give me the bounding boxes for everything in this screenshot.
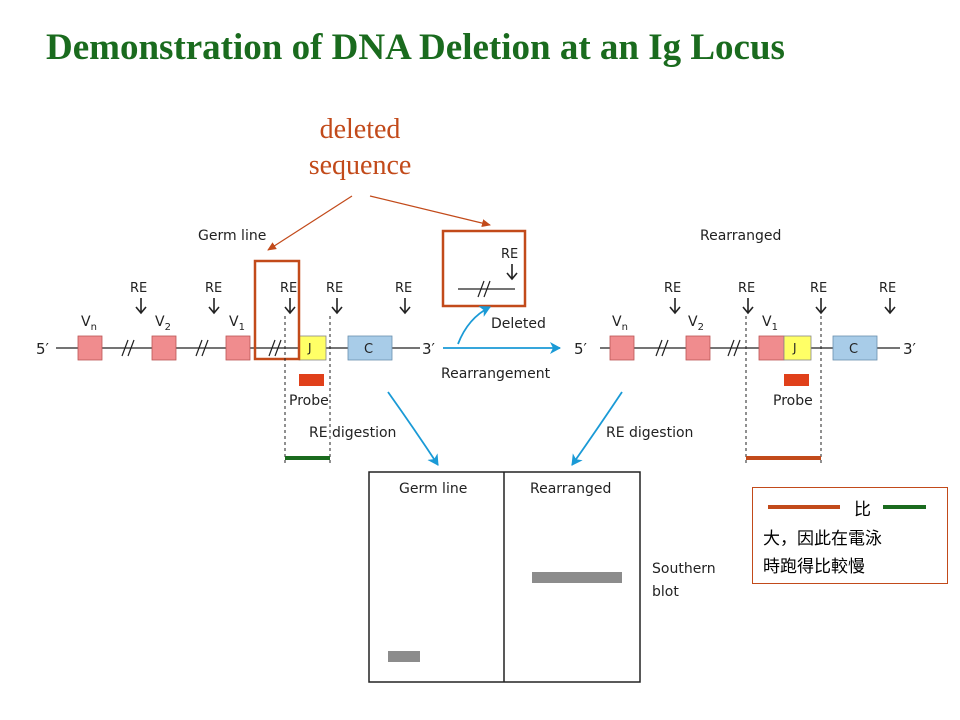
- germline-j-label: J: [307, 341, 312, 355]
- germline-v2-label: V2: [155, 314, 171, 333]
- germline-re-label: RE: [280, 281, 297, 296]
- deleted-box-re-arrow: [506, 264, 518, 281]
- germline-re-arrows: [135, 298, 411, 315]
- southern-blot-label-line2: blot: [652, 584, 679, 600]
- rearranged-vn-label: Vn: [612, 314, 628, 333]
- note-box: 比 大，因此在電泳 時跑得比較慢: [752, 487, 948, 584]
- note-char-compare: 比: [854, 500, 871, 520]
- deleted-box-break: [477, 280, 491, 298]
- germline-to-blot-arrow: [387, 391, 439, 466]
- rearranged-c-segment: [832, 335, 878, 361]
- deleted-fragment-box: [441, 229, 527, 308]
- note-orange-bar: [768, 505, 840, 509]
- annotation-arrow-right: [369, 195, 491, 228]
- germline-re-label: RE: [130, 281, 147, 296]
- germline-v1-label: V1: [229, 314, 245, 333]
- rearranged-v-segment: [758, 335, 785, 361]
- germline-break-1: [121, 339, 135, 357]
- rearranged-v-segment: [685, 335, 711, 361]
- deleted-label-line1: deleted: [319, 114, 401, 145]
- germline-probe-label: Probe: [289, 393, 329, 409]
- germline-v-segment: [225, 335, 251, 361]
- deleted-sequence-label: deleted sequence: [285, 112, 435, 184]
- germline-digestion-label: RE digestion: [309, 425, 396, 441]
- rearranged-v2-label: V2: [688, 314, 704, 333]
- blot-col-germline: Germ line: [399, 481, 467, 497]
- germline-heading: Germ line: [198, 228, 266, 244]
- germline-3prime: 3′: [422, 340, 436, 358]
- rearranged-3prime: 3′: [903, 340, 917, 358]
- germline-j-segment: [298, 335, 327, 361]
- rearranged-v-segment: [609, 335, 635, 361]
- blot-band-germline: [388, 651, 420, 662]
- rearranged-probe: [784, 374, 809, 386]
- annotation-arrow-left: [267, 195, 353, 251]
- rearranged-c-label: C: [849, 342, 858, 357]
- rearrangement-label: Rearrangement: [441, 366, 551, 382]
- rearranged-re-arrows: [669, 298, 896, 315]
- deletion-curved-arrow: [457, 306, 491, 345]
- rearranged-break-2: [727, 339, 741, 357]
- rearranged-probe-label: Probe: [773, 393, 813, 409]
- rearranged-re-label: RE: [810, 281, 827, 296]
- note-line2: 大，因此在電泳: [763, 529, 882, 549]
- deleted-box-re-label: RE: [501, 247, 518, 262]
- note-line3: 時跑得比較慢: [763, 557, 865, 577]
- rearranged-re-label: RE: [664, 281, 681, 296]
- rearranged-v1-label: V1: [762, 314, 778, 333]
- deleted-label-line2: sequence: [308, 150, 412, 181]
- germline-5prime: 5′: [36, 340, 50, 358]
- germline-re-label: RE: [326, 281, 343, 296]
- rearranged-to-blot-arrow: [571, 391, 623, 466]
- rearranged-heading: Rearranged: [700, 228, 781, 244]
- deleted-label: Deleted: [491, 316, 546, 332]
- germline-c-segment: [347, 335, 393, 361]
- rearranged-break-1: [655, 339, 669, 357]
- rearranged-re-label: RE: [738, 281, 755, 296]
- blot-col-rearranged: Rearranged: [530, 481, 611, 497]
- germline-c-label: C: [364, 342, 373, 357]
- southern-blot-label-line1: Southern: [652, 561, 716, 577]
- germline-re-label: RE: [205, 281, 222, 296]
- germline-deleted-region-box: [253, 259, 301, 361]
- note-green-bar: [883, 505, 926, 509]
- rearranged-j-label: J: [792, 341, 797, 355]
- rearranged-5prime: 5′: [574, 340, 588, 358]
- germline-v-segment: [77, 335, 103, 361]
- rearranged-re-label: RE: [879, 281, 896, 296]
- note-line1: 比: [753, 495, 947, 520]
- blot-band-rearranged: [532, 572, 622, 583]
- germline-v-segment: [151, 335, 177, 361]
- rearranged-digestion-label: RE digestion: [606, 425, 693, 441]
- germline-break-2: [195, 339, 209, 357]
- germline-re-label: RE: [395, 281, 412, 296]
- germline-break-3: [268, 339, 282, 357]
- page-title: Demonstration of DNA Deletion at an Ig L…: [46, 27, 785, 68]
- rearranged-j-segment: [783, 335, 812, 361]
- germline-probe: [299, 374, 324, 386]
- germline-vn-label: Vn: [81, 314, 97, 333]
